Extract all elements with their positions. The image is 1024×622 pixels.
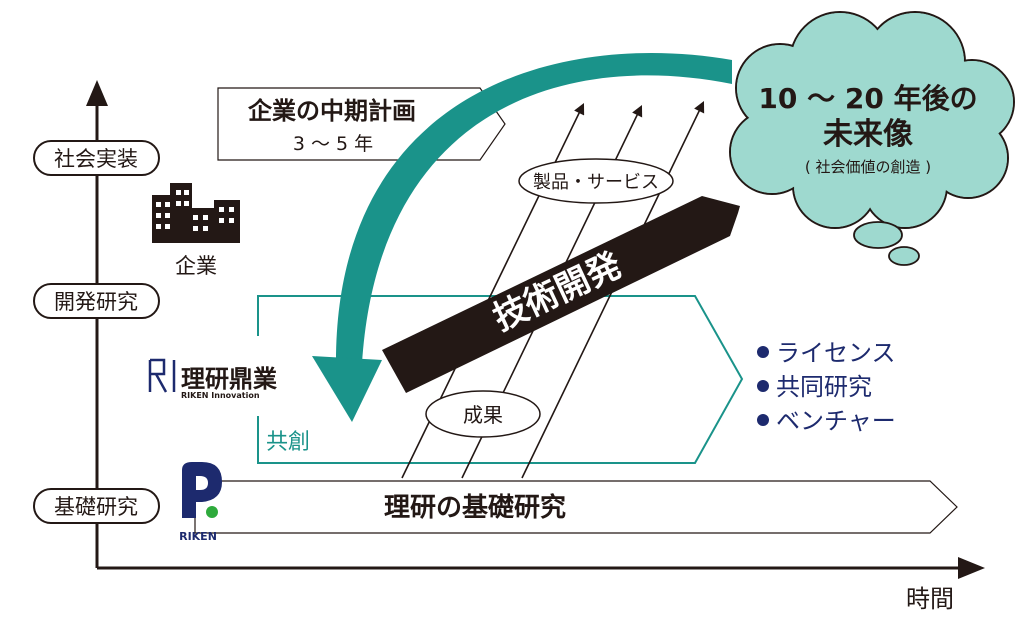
thought-bubbles: [853, 221, 920, 266]
riken-mark-icon: [182, 462, 222, 518]
riken-logo-text: RIKEN: [179, 530, 217, 543]
tech-development-arrow: 技術開発: [382, 196, 740, 393]
axes: 時間: [86, 80, 985, 613]
riken-innovation-mark-icon: [148, 358, 176, 393]
basic-research-label: 理研の基礎研究: [384, 492, 566, 523]
company-label: 企業: [175, 254, 217, 278]
bullet-item-venture: ベンチャー: [757, 407, 896, 435]
products-ellipse: 製品・サービス: [518, 158, 674, 204]
thought-bubble-small: [888, 246, 920, 266]
x-axis-arrow-icon: [958, 557, 985, 579]
bullet-list: ライセンス 共同研究 ベンチャー: [757, 339, 896, 435]
bullet-item-venture-text: ベンチャー: [776, 407, 896, 435]
basic-research-arrow: 理研の基礎研究: [194, 480, 958, 534]
y-label-social: 社会実装: [33, 140, 160, 176]
bullet-item-license: ライセンス: [757, 339, 896, 367]
bullet-dot-icon: [757, 414, 769, 426]
outcomes-ellipse: 成果: [425, 390, 541, 438]
feedback-curved-arrow: [312, 52, 732, 422]
future-sub: ( 社会価値の創造 ): [805, 158, 931, 176]
x-axis-label: 時間: [906, 585, 954, 613]
cocreation-label: 共創: [266, 430, 310, 455]
building-icon: [152, 183, 240, 243]
y-label-development: 開発研究: [33, 283, 160, 319]
bullet-dot-icon: [757, 346, 769, 358]
company-plan-title: 企業の中期計画: [248, 97, 416, 125]
future-cloud: 10 〜 20 年後の 未来像 ( 社会価値の創造 ): [729, 11, 1015, 229]
riken-innovation-logo-sub: RIKEN Innovation: [181, 391, 260, 400]
future-title: 未来像: [823, 117, 913, 152]
cocreation-frame-gap: [250, 336, 266, 416]
bullet-item-joint-research-text: 共同研究: [776, 373, 872, 401]
thought-bubble-large: [853, 221, 903, 249]
feedback-arrow-head-icon: [312, 356, 382, 422]
y-label-basic-text: 基礎研究: [54, 495, 138, 519]
y-label-development-text: 開発研究: [54, 290, 138, 314]
riken-innovation-logo-name: 理研鼎業: [181, 365, 277, 393]
riken-innovation-logo: 理研鼎業 RIKEN Innovation: [148, 358, 277, 400]
products-label: 製品・サービス: [533, 172, 659, 193]
bullet-dot-icon: [757, 380, 769, 392]
outcomes-label: 成果: [463, 403, 503, 427]
bullet-item-joint-research: 共同研究: [757, 373, 872, 401]
company-plan-period: 3 〜 5 年: [293, 133, 373, 155]
future-heading: 10 〜 20 年後の: [758, 82, 977, 115]
cocreation-frame: [257, 295, 744, 464]
y-label-social-text: 社会実装: [54, 147, 138, 171]
y-axis-arrow-icon: [86, 80, 108, 106]
bullet-item-license-text: ライセンス: [776, 339, 896, 367]
y-label-basic: 基礎研究: [33, 488, 160, 524]
riken-logo: RIKEN: [179, 462, 222, 543]
